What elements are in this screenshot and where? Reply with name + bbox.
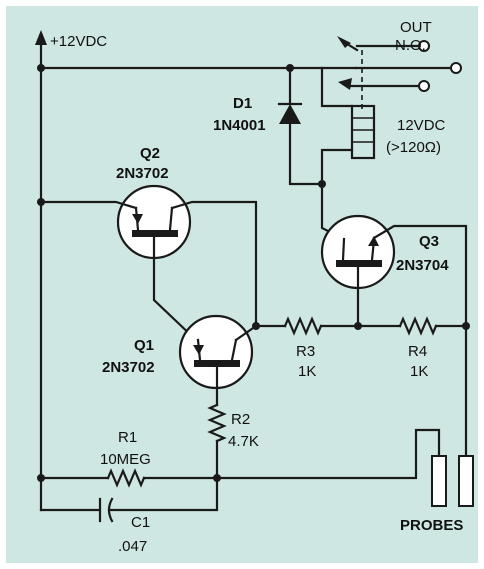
transistor-q1-symbol bbox=[178, 314, 254, 390]
junction-node bbox=[354, 322, 362, 330]
q2-base-to-q1-lead bbox=[152, 235, 198, 342]
coil-windings bbox=[352, 117, 374, 143]
junction-node bbox=[37, 474, 45, 482]
q1-part: 2N3702 bbox=[102, 359, 155, 376]
q3-ref: Q3 bbox=[419, 233, 439, 250]
q2-emitter-arrow-icon bbox=[132, 214, 143, 224]
probe-right bbox=[458, 455, 474, 507]
q1-base-bar bbox=[194, 360, 240, 367]
q1-emitter-arrow-icon bbox=[193, 345, 204, 355]
q3-collector-inner bbox=[341, 237, 346, 262]
coil-body bbox=[350, 104, 376, 160]
coil-bottom-lead bbox=[320, 148, 354, 186]
junction-node bbox=[37, 198, 45, 206]
q3-emitter-arrow-icon bbox=[368, 236, 379, 246]
r1-ref: R1 bbox=[118, 429, 137, 446]
out-terminal-3 bbox=[418, 80, 430, 92]
relay-coil-label: 12VDC bbox=[397, 117, 446, 134]
relay-out-label: OUT bbox=[400, 19, 432, 36]
r2-value: 4.7K bbox=[228, 433, 259, 450]
q2-collector-inner bbox=[168, 206, 174, 232]
c1-ref: C1 bbox=[131, 514, 150, 531]
r1-value: 10MEG bbox=[100, 451, 151, 468]
q2-emitter-lead bbox=[39, 200, 138, 210]
resistor-r3-symbol bbox=[283, 316, 323, 336]
probe-left-wire bbox=[215, 428, 441, 480]
schematic-background bbox=[6, 6, 478, 563]
q3-part: 2N3704 bbox=[396, 257, 449, 274]
out-terminal-1 bbox=[418, 40, 430, 52]
q2-part: 2N3702 bbox=[116, 165, 169, 182]
relay-contacts bbox=[337, 36, 462, 112]
resistor-r1-symbol bbox=[106, 468, 146, 488]
q2-ref: Q2 bbox=[140, 145, 160, 162]
q3-emitter-to-right bbox=[372, 224, 468, 327]
d1-lead-bottom bbox=[288, 122, 324, 186]
d1-part: 1N4001 bbox=[213, 117, 266, 134]
r4-value: 1K bbox=[410, 363, 428, 380]
c1-right-wire bbox=[107, 476, 219, 512]
relay-coil-symbol bbox=[320, 66, 376, 186]
r3-value: 1K bbox=[298, 363, 316, 380]
coil-top-lead bbox=[320, 66, 354, 108]
probe-left bbox=[431, 455, 447, 507]
d1-triangle-icon bbox=[279, 104, 301, 124]
relay-contact-arrow-icon bbox=[337, 36, 351, 48]
q1-collector-inner bbox=[230, 338, 238, 362]
relay-coil-spec: (>120Ω) bbox=[386, 139, 441, 156]
d1-ref: D1 bbox=[233, 95, 252, 112]
diode-d1-symbol bbox=[277, 66, 324, 186]
r2-ref: R2 bbox=[231, 411, 250, 428]
junction-node bbox=[252, 322, 260, 330]
q2-base-bar bbox=[132, 230, 178, 237]
resistor-r2-symbol bbox=[207, 403, 227, 443]
q1-ref: Q1 bbox=[134, 337, 154, 354]
r3-ref: R3 bbox=[296, 343, 315, 360]
resistor-r4-symbol bbox=[398, 316, 438, 336]
q3-base-bar bbox=[336, 260, 382, 267]
q1-collector-lead bbox=[234, 324, 258, 342]
q2-collector-lead bbox=[170, 200, 258, 328]
supply-label: +12VDC bbox=[50, 33, 107, 50]
r4-ref: R4 bbox=[408, 343, 427, 360]
probes-label: PROBES bbox=[400, 517, 463, 534]
out-terminal-2 bbox=[450, 62, 462, 74]
relay-contact-label: N.O. bbox=[395, 37, 426, 54]
supply-arrow-icon bbox=[35, 30, 47, 45]
c1-value: .047 bbox=[118, 538, 147, 555]
junction-node bbox=[37, 64, 45, 72]
